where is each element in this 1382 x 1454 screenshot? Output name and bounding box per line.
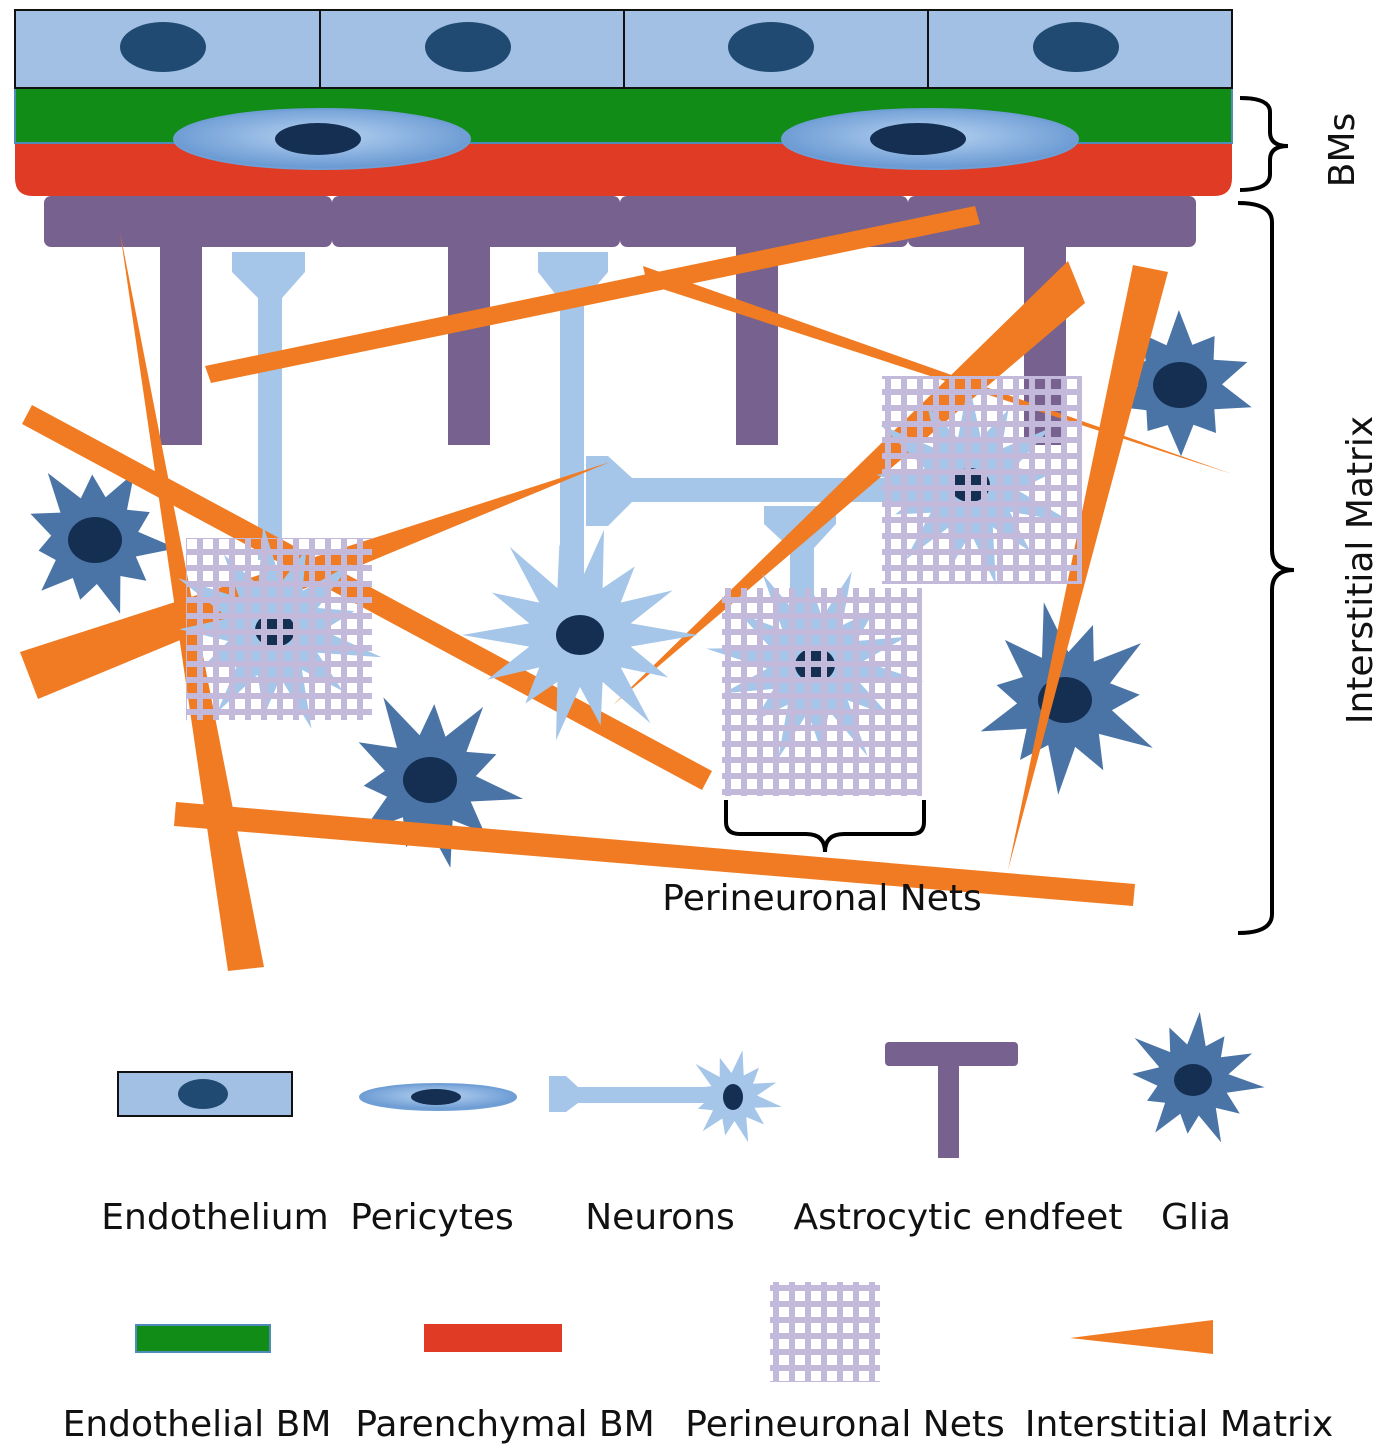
perineuronal-nets-label: Perineuronal Nets (662, 878, 981, 919)
bms-brace (1239, 96, 1289, 192)
perineuronal-nets (186, 376, 1082, 796)
bms-label: BMs (1322, 113, 1363, 188)
endothelial-nucleus (1033, 22, 1119, 72)
interstitial-matrix-icon (1070, 1320, 1213, 1354)
parenchymal-bm-icon (424, 1324, 562, 1352)
legend-label-endothelium: Endothelium (101, 1197, 328, 1238)
neuron-icon (549, 1050, 782, 1143)
perineuronal-net (722, 588, 922, 796)
perineuronal-nets-brace (724, 800, 926, 853)
neuron-nucleus (556, 615, 604, 655)
pericyte (173, 108, 471, 170)
glia-nucleus (68, 517, 122, 563)
pericyte-nucleus (870, 123, 966, 155)
endothelial-nucleus (728, 22, 814, 72)
glia-icon-nucleus (1174, 1064, 1212, 1096)
legend-label-glia: Glia (1161, 1197, 1231, 1238)
endothelium-icon (117, 1071, 293, 1117)
neuron-icon-nucleus (723, 1084, 743, 1110)
vessel-wall (14, 9, 1233, 196)
perineuronal-net-icon (770, 1282, 880, 1382)
interstitial-matrix-brace (1237, 201, 1295, 935)
legend-label-interstitial-matrix: Interstitial Matrix (1025, 1404, 1333, 1445)
legend-label-parenchymal-bm: Parenchymal BM (355, 1404, 654, 1445)
glia-icon-body (1132, 1011, 1265, 1143)
legend-label-perineuronal-nets: Perineuronal Nets (685, 1404, 1004, 1445)
endothelial-nucleus (425, 22, 511, 72)
legend-label-endothelial-bm: Endothelial BM (63, 1404, 332, 1445)
astrocytic-endfoot-icon (885, 1042, 1018, 1158)
neuron-body (462, 529, 698, 741)
legend-label-pericytes: Pericytes (350, 1197, 514, 1238)
glial-cell (30, 472, 177, 614)
interstitial-matrix-fiber (174, 802, 1135, 906)
legend: Endothelium Pericytes Neurons Astrocytic… (63, 1011, 1333, 1445)
perineuronal-net (882, 376, 1082, 584)
pericyte (781, 108, 1079, 170)
glia-nucleus (1153, 362, 1207, 408)
glia-icon (1132, 1011, 1265, 1143)
glial-cell (1116, 310, 1252, 457)
glia-nucleus (403, 757, 457, 803)
neuron-icon-body (690, 1050, 782, 1143)
pericyte-nucleus (275, 123, 361, 155)
pericyte-icon (359, 1083, 517, 1111)
legend-label-neurons: Neurons (585, 1197, 735, 1238)
endothelial-nucleus (120, 22, 206, 72)
legend-label-astrocytic-endfeet: Astrocytic endfeet (794, 1197, 1123, 1238)
endothelial-bm-icon (135, 1324, 271, 1353)
endothelium-layer (14, 9, 1233, 89)
perineuronal-net (186, 538, 372, 720)
glial-cell (358, 697, 524, 868)
interstitial-matrix-label: Interstitial Matrix (1340, 416, 1381, 724)
neuron-processes (232, 252, 925, 640)
